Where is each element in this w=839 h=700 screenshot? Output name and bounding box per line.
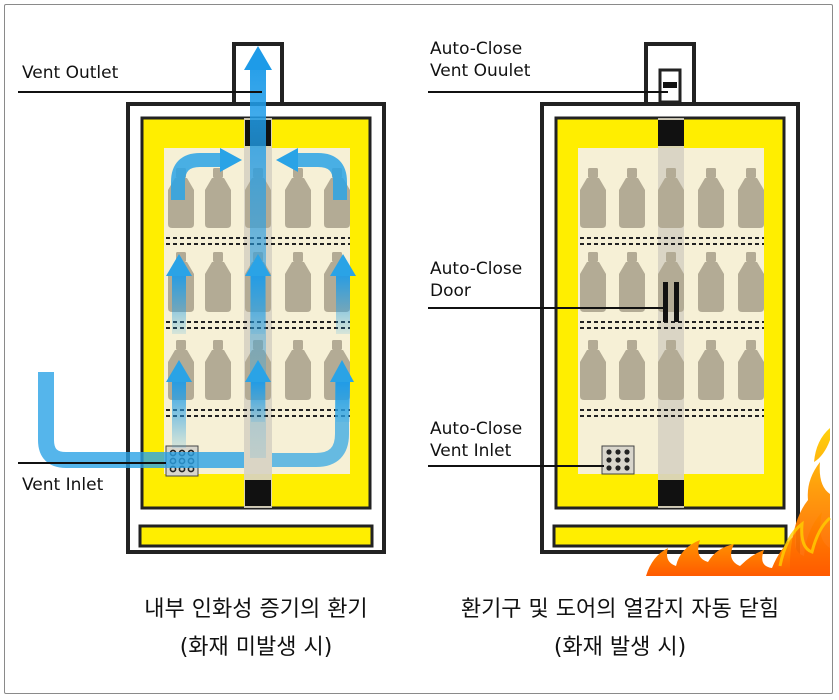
auto-close-vent-inlet-label: Auto-Close Vent Inlet [430, 419, 523, 461]
left-bottom-tray [138, 524, 374, 548]
door-latch-left [663, 282, 668, 322]
arrow-right-icon [220, 148, 242, 172]
arrow-up-icon [166, 360, 192, 382]
arrow-up-icon [245, 254, 271, 276]
door-latch-right [674, 282, 679, 322]
right-top-vent-block [658, 120, 684, 146]
auto-close-vent-outlet-label: Auto-Close Vent Ouulet [430, 39, 531, 81]
arrow-up-icon [330, 360, 354, 382]
fire-icon [646, 428, 832, 576]
auto-close-door-label: Auto-Close Door [430, 259, 523, 301]
vent-outlet-label: Vent Outlet [22, 63, 119, 83]
arrow-up-icon [244, 46, 272, 70]
right-vent-inlet-grille [601, 445, 635, 475]
arrow-left-icon [276, 148, 298, 172]
right-bottom-tray [552, 524, 788, 548]
vent-inlet-label: Vent Inlet [22, 475, 104, 495]
left-caption-line2: (화재 미발생 시) [179, 635, 333, 660]
left-airflow [38, 46, 356, 468]
arrow-up-icon [330, 254, 356, 276]
left-cabinet [18, 42, 386, 554]
left-caption-line1: 내부 인화성 증기의 환기 [144, 597, 368, 622]
right-bottom-vent-block [658, 480, 684, 506]
right-shelves [580, 237, 764, 417]
left-bottom-vent-block [245, 480, 271, 506]
arrow-up-icon [245, 360, 271, 382]
right-cabinet [428, 42, 832, 576]
arrow-up-icon [166, 254, 192, 276]
right-caption-line2: (화재 발생 시) [553, 635, 687, 660]
right-caption-line1: 환기구 및 도어의 열감지 자동 닫힘 [460, 597, 780, 622]
